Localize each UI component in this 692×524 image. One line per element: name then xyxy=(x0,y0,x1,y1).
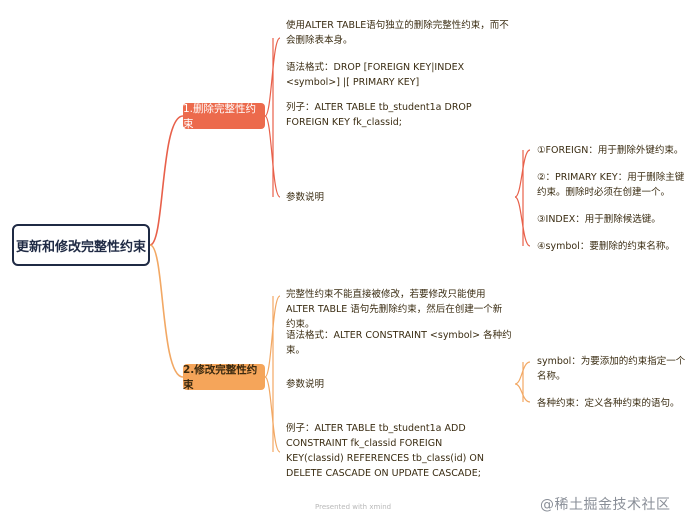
leaf-modify-example[interactable]: 例子：ALTER TABLE tb_student1a ADD CONSTRAI… xyxy=(286,423,484,479)
bracket-branch1 xyxy=(264,37,281,198)
leaf-delete-params[interactable]: 参数说明 xyxy=(286,192,325,203)
leaf-delete-syntax[interactable]: 语法格式：DROP [FOREIGN KEY|INDEX <symbol>] |… xyxy=(286,62,465,88)
param-symbol[interactable]: ④symbol：要删除的约束名称。 xyxy=(537,241,675,252)
param-primary-key[interactable]: ②：PRIMARY KEY：用于删除主键约束。删除时必须在创建一个。 xyxy=(537,172,685,198)
xmind-watermark: Presented with xmind xyxy=(315,503,392,511)
param-modify-symbol[interactable]: symbol：为要添加的约束指定一个名称。 xyxy=(537,356,686,382)
leaf-delete-example[interactable]: 列子：ALTER TABLE tb_student1a DROP FOREIGN… xyxy=(286,102,472,128)
leaf-modify-desc[interactable]: 完整性约束不能直接被修改，若要修改只能使用ALTER TABLE 语句先删除约束… xyxy=(286,289,503,330)
bracket-branch2 xyxy=(264,295,281,453)
branch-node-delete[interactable]: 1.删除完整性约束 xyxy=(183,103,265,130)
root-node[interactable]: 更新和修改完整性约束 xyxy=(12,224,150,266)
leaf-modify-params[interactable]: 参数说明 xyxy=(286,379,325,390)
bracket-branch2-params xyxy=(514,361,531,403)
leaf-modify-syntax[interactable]: 语法格式：ALTER CONSTRAINT <symbol> 各种约束。 xyxy=(286,330,512,356)
link-root-branch2 xyxy=(149,244,184,378)
param-modify-constraints[interactable]: 各种约束：定义各种约束的语句。 xyxy=(537,398,680,409)
link-root-branch1 xyxy=(149,115,184,246)
branch-node-modify[interactable]: 2.修改完整性约束 xyxy=(183,364,265,391)
brand-watermark: @稀土掘金技术社区 xyxy=(540,497,671,513)
bracket-branch1-params xyxy=(514,149,531,247)
param-index[interactable]: ③INDEX：用于删除候选键。 xyxy=(537,214,661,225)
leaf-delete-desc[interactable]: 使用ALTER TABLE语句独立的删除完整性约束，而不会删除表本身。 xyxy=(286,20,509,46)
param-foreign[interactable]: ①FOREIGN：用于删除外键约束。 xyxy=(537,145,684,156)
